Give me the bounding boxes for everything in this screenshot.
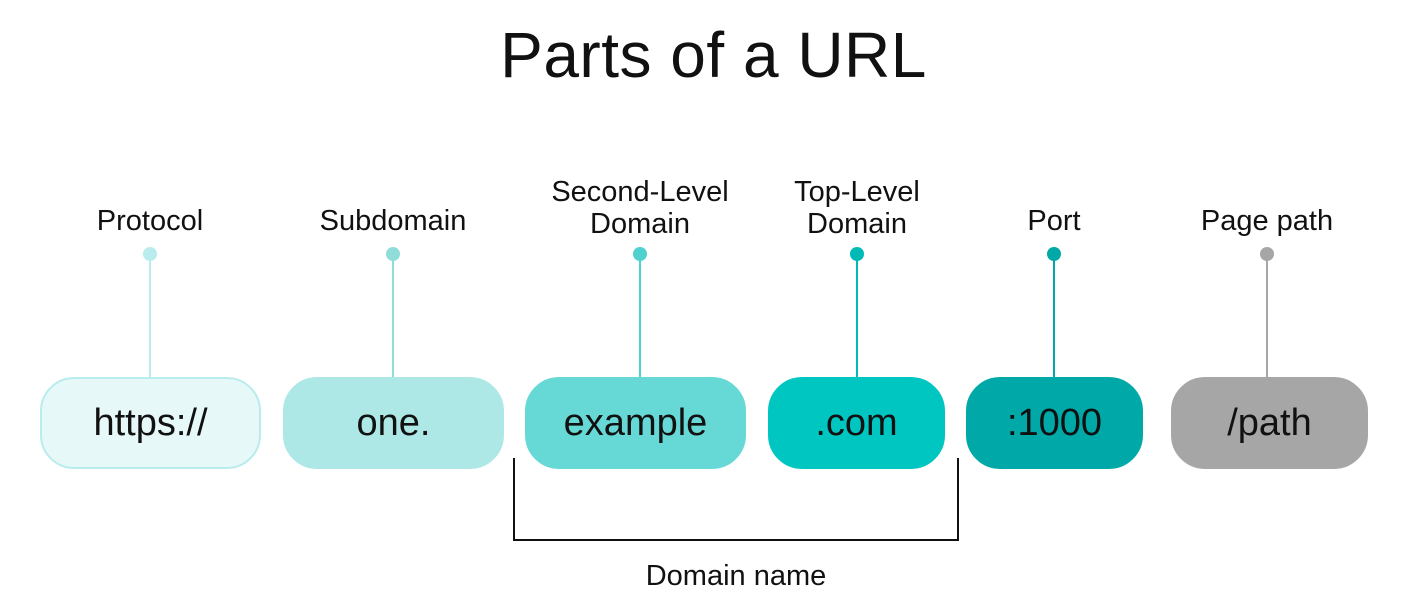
label-protocol: Protocol (70, 205, 230, 237)
connector-dot-port (1047, 247, 1061, 261)
url-part-page-path: /path (1171, 377, 1368, 469)
label-port-line-1: Port (1027, 205, 1081, 237)
connector-line-top-level-domain (856, 259, 858, 377)
label-page-path: Page path (1167, 205, 1367, 237)
label-top-level-domain-line-2: Domain (807, 208, 907, 240)
connector-dot-protocol (143, 247, 157, 261)
label-top-level-domain: Top-Level Domain (757, 176, 957, 240)
label-second-level-domain-line-1: Second-Level (551, 176, 729, 208)
connector-line-page-path (1266, 259, 1268, 377)
connector-line-subdomain (392, 259, 394, 377)
url-part-top-level-domain: .com (768, 377, 945, 469)
domain-name-label: Domain name (645, 560, 827, 592)
url-part-second-level-domain: example (525, 377, 746, 469)
label-subdomain: Subdomain (293, 205, 493, 237)
connector-dot-subdomain (386, 247, 400, 261)
url-part-second-level-domain-text: example (563, 401, 708, 444)
connector-line-second-level-domain (639, 259, 641, 377)
connector-dot-top-level-domain (850, 247, 864, 261)
label-protocol-line-1: Protocol (96, 205, 204, 237)
label-page-path-line-1: Page path (1200, 205, 1334, 237)
label-top-level-domain-line-1: Top-Level (794, 176, 920, 208)
url-part-protocol-text: https:// (93, 401, 208, 444)
url-part-subdomain-text: one. (356, 401, 431, 444)
label-second-level-domain-line-2: Domain (590, 208, 690, 240)
connector-dot-page-path (1260, 247, 1274, 261)
label-port: Port (994, 205, 1114, 237)
connector-line-protocol (149, 259, 151, 377)
url-part-subdomain: one. (283, 377, 504, 469)
url-part-page-path-text: /path (1227, 401, 1312, 444)
connector-line-port (1053, 259, 1055, 377)
url-part-port-text: :1000 (1006, 401, 1103, 444)
connector-dot-second-level-domain (633, 247, 647, 261)
domain-name-bracket (513, 458, 959, 541)
url-part-port: :1000 (966, 377, 1143, 469)
url-part-protocol: https:// (40, 377, 261, 469)
diagram-title: Parts of a URL (500, 19, 927, 91)
label-second-level-domain: Second-Level Domain (520, 176, 760, 240)
url-part-top-level-domain-text: .com (815, 401, 898, 444)
label-subdomain-line-1: Subdomain (319, 205, 467, 237)
